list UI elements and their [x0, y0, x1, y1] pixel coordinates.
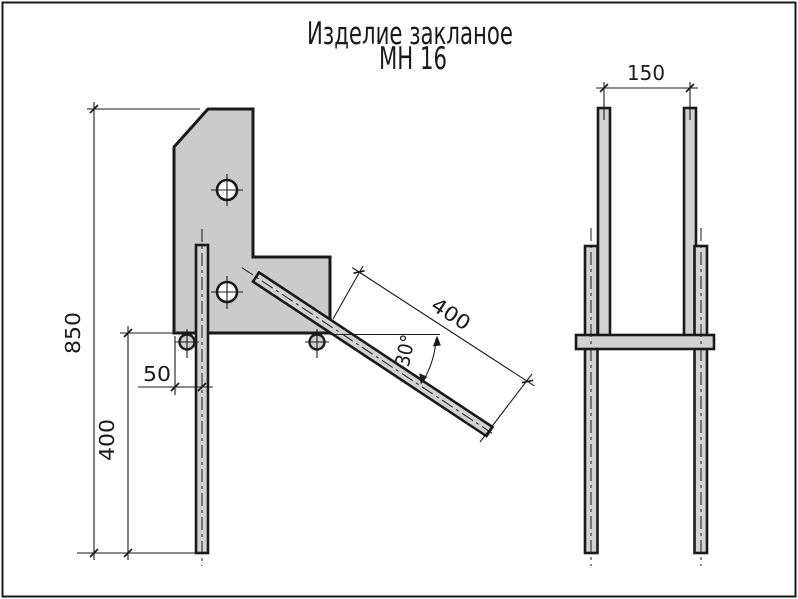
dim-850-tick-bottom	[89, 548, 99, 558]
dim-850: 850	[61, 102, 208, 560]
angle-arrow-bottom	[419, 373, 428, 385]
dim-30-label: 30°	[390, 332, 420, 368]
drawing-title: Изделие закланое МН 16	[307, 16, 513, 77]
dim-150-tick-right	[685, 83, 695, 93]
dim-50-label: 50	[143, 362, 171, 386]
dim-400d-line	[351, 267, 535, 387]
dim-400-diagonal-label: 400	[427, 292, 475, 335]
dim-850-label: 850	[61, 312, 85, 354]
dim-150: 150	[596, 61, 698, 93]
title-line-2: МН 16	[379, 41, 447, 77]
diagonal-rod-centerline	[241, 267, 493, 434]
dim-400d-ext-1	[332, 265, 364, 320]
dim-400d-ext-2	[479, 373, 533, 443]
dim-150-tick-left	[599, 83, 609, 93]
dim-50-tick-right	[197, 382, 207, 392]
dim-400d-tick-1	[353, 269, 365, 275]
side-view: 850 400 50 400	[61, 102, 535, 566]
title-line-1: Изделие закланое	[307, 16, 513, 52]
dim-150-label: 150	[627, 61, 665, 85]
dim-50: 50	[138, 336, 213, 395]
dim-400-vertical-label: 400	[95, 419, 119, 461]
dim-50-tick-left	[170, 382, 180, 392]
front-view: 150	[574, 61, 716, 566]
dim-400-vertical: 400	[95, 326, 176, 560]
diagonal-anchor-rod	[241, 267, 495, 438]
angle-arrow-top	[433, 335, 441, 347]
dim-400v-tick-bottom	[123, 548, 133, 558]
cross-rod-bar	[574, 333, 716, 351]
dim-850-tick-top	[89, 104, 99, 114]
dim-400d-tick-2	[521, 379, 534, 384]
dim-400v-tick-top	[123, 328, 133, 338]
plate-edge-left	[596, 106, 612, 343]
